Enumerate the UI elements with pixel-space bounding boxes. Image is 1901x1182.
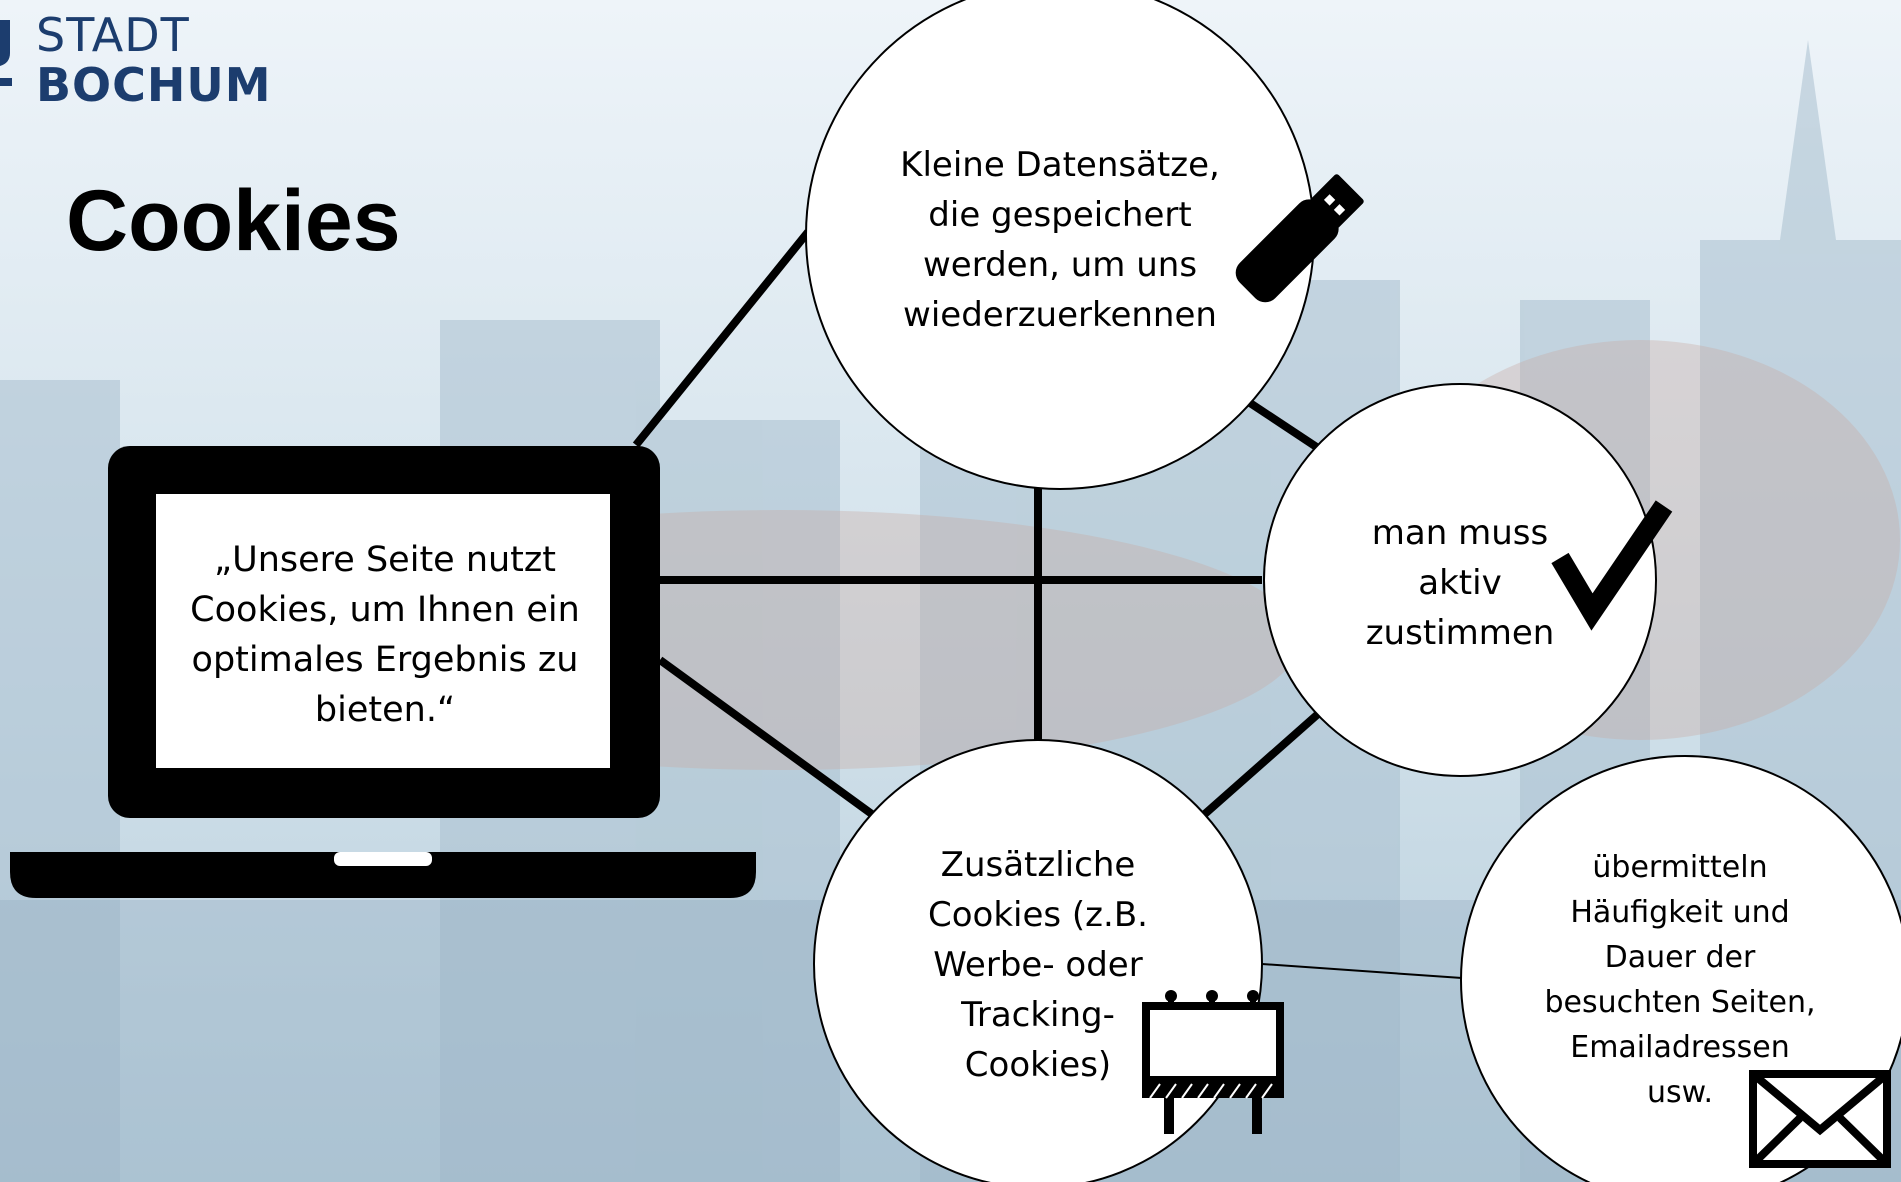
logo-text-bochum: BOCHUM bbox=[36, 58, 272, 112]
envelope-icon bbox=[1749, 1070, 1891, 1168]
node-text-consent: man muss aktiv zustimmen bbox=[1365, 512, 1555, 653]
node-text-datasets: Kleine Datensätze, die gespeichert werde… bbox=[900, 145, 1220, 335]
slide-title: Cookies bbox=[66, 173, 401, 269]
checkmark-icon bbox=[1551, 500, 1673, 631]
connector-consent-additional bbox=[1195, 711, 1321, 823]
connector-additional-transmit bbox=[1261, 963, 1463, 979]
connector-lines bbox=[632, 229, 1321, 824]
laptop-screen bbox=[156, 494, 610, 768]
node-text-transmit: übermitteln Häufigkeit und Dauer der bes… bbox=[1544, 850, 1816, 1110]
connector-laptop-additional bbox=[657, 656, 883, 824]
laptop-base bbox=[10, 852, 756, 898]
node-text-additional-cookies: Zusätzliche Cookies (z.B. Werbe- oder Tr… bbox=[928, 845, 1148, 1085]
laptop-icon bbox=[10, 446, 756, 898]
logo-text-stadt: STADT bbox=[36, 8, 190, 62]
city-crest-icon bbox=[0, 20, 12, 86]
laptop-notch bbox=[334, 852, 432, 866]
connector-datasets-consent bbox=[1235, 391, 1321, 452]
usb-stick-icon bbox=[1235, 174, 1364, 303]
laptop-screen-text: „Unsere Seite nutzt Cookies, um Ihnen ei… bbox=[190, 540, 580, 730]
connector-laptop-datasets bbox=[632, 229, 812, 448]
node-circle-consent bbox=[1263, 383, 1657, 777]
billboard-icon bbox=[1142, 990, 1284, 1134]
